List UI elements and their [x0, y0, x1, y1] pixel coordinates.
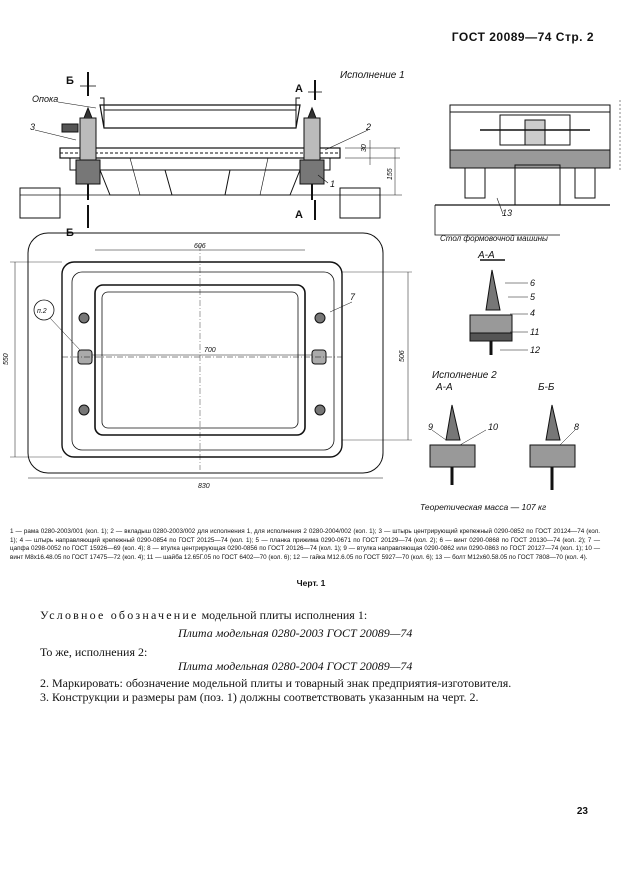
label-section-a-top: А: [295, 83, 303, 95]
clause-2: 2. Маркировать: обозначение модельной пл…: [40, 676, 512, 690]
designation-2: Плита модельная 0280-2004 ГОСТ 20089—74: [178, 659, 413, 673]
dim-606: 606: [194, 243, 206, 250]
designation-1: Плита модельная 0280-2003 ГОСТ 20089—74: [178, 626, 413, 640]
callout-13: 13: [502, 208, 512, 218]
designation-intro-spaced: Условное обозначение: [40, 608, 199, 622]
label-opoka: Опока: [32, 94, 58, 104]
callout-12: 12: [530, 345, 540, 355]
dim-155: 155: [387, 168, 394, 180]
label-section-aa-2: А-А: [435, 382, 453, 393]
callout-9: 9: [428, 422, 433, 432]
callout-7: 7: [350, 292, 356, 302]
dim-30: 30: [361, 144, 368, 152]
detail-bb: [529, 404, 576, 490]
label-section-b-bottom: Б: [66, 227, 74, 239]
label-section-bb: Б-Б: [538, 382, 555, 393]
label-section-b-top: Б: [66, 75, 74, 87]
callout-10: 10: [488, 422, 498, 432]
designation-intro-rest: модельной плиты исполнения 1:: [198, 608, 368, 622]
callout-1: 1: [330, 179, 335, 189]
label-stol: Стол формовочной машины: [440, 234, 548, 243]
parts-legend: 1 — рама 0280-2003/001 (кол. 1); 2 — вкл…: [10, 528, 600, 561]
label-ispolnenie-1: Исполнение 1: [340, 70, 405, 81]
designation-2-intro: То же, исполнения 2:: [40, 645, 148, 659]
dim-550: 550: [3, 353, 10, 365]
side-view: [434, 100, 621, 236]
callout-6: 6: [530, 278, 535, 288]
dim-506: 506: [399, 350, 406, 362]
label-section-a-bottom: А: [295, 209, 303, 221]
callout-11: 11: [530, 327, 539, 337]
detail-aa-1: [469, 259, 528, 355]
dim-830: 830: [198, 483, 210, 490]
callout-2: 2: [365, 122, 371, 132]
page-header: ГОСТ 20089—74 Стр. 2: [451, 30, 594, 44]
callout-3: 3: [30, 122, 35, 132]
callout-5: 5: [530, 292, 536, 302]
callout-p2: п.2: [37, 308, 47, 315]
designation-intro: Условное обозначение модельной плиты исп…: [40, 608, 367, 623]
callout-8: 8: [574, 422, 579, 432]
label-ispolnenie-2: Исполнение 2: [432, 370, 497, 381]
detail-aa-2: [429, 404, 487, 485]
label-section-aa: А-А: [477, 250, 495, 261]
front-section-view: [19, 72, 402, 228]
callout-4: 4: [530, 308, 535, 318]
page-number: 23: [576, 806, 588, 817]
figure-caption: Черт. 1: [296, 578, 326, 588]
plan-view: [10, 232, 412, 479]
technical-drawing: Исполнение 1 Исполнение 2 Опока Б Б А А …: [3, 70, 621, 490]
clause-3: 3. Конструкции и размеры рам (поз. 1) до…: [40, 690, 479, 704]
theoretical-mass: Теоретическая масса — 107 кг: [420, 502, 547, 512]
dim-700: 700: [204, 347, 216, 354]
